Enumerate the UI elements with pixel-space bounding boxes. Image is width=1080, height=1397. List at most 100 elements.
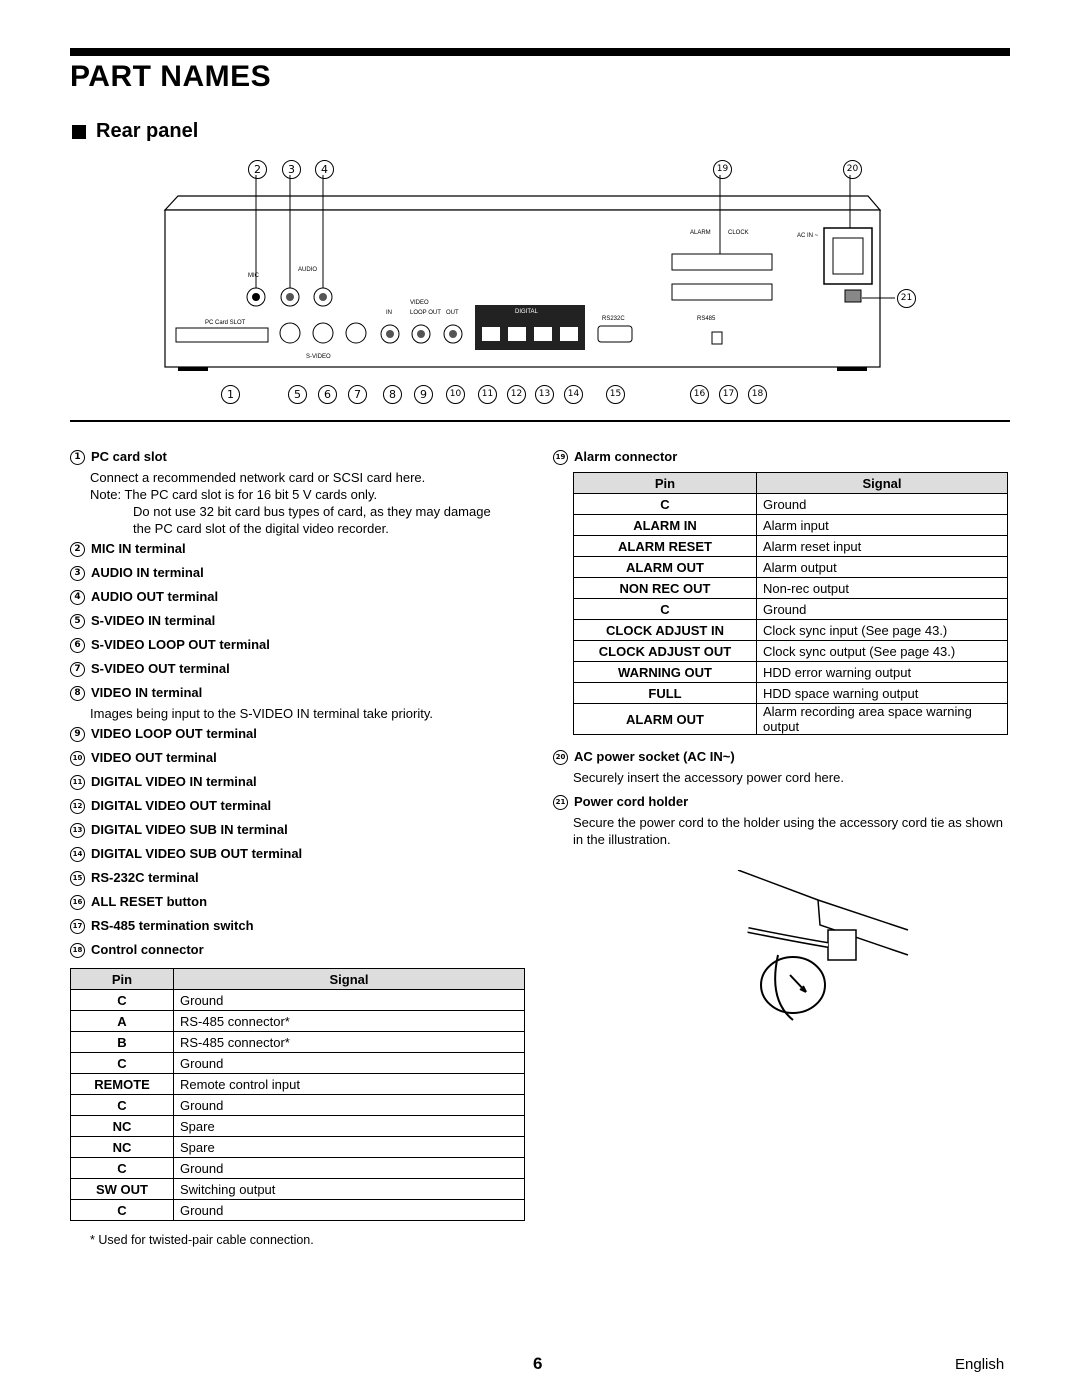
pin-cell: A xyxy=(70,1010,174,1032)
signal-cell: HDD error warning output xyxy=(756,661,1008,683)
callout-8: 8 xyxy=(383,385,402,404)
item-label: MIC IN terminal xyxy=(91,541,186,556)
control-signal-header: Signal xyxy=(173,968,525,990)
alarm-pin-header: Pin xyxy=(573,472,757,494)
item-label: S-VIDEO OUT terminal xyxy=(91,661,230,676)
item-heading: 5 S-VIDEO IN terminal xyxy=(70,609,525,633)
control-pin-header: Pin xyxy=(70,968,174,990)
section-title: Rear panel xyxy=(96,120,199,142)
holder-heading-label: Power cord holder xyxy=(574,794,689,809)
mic-label: MIC xyxy=(248,273,260,279)
signal-cell: Non-rec output xyxy=(756,577,1008,599)
item-label: VIDEO OUT terminal xyxy=(91,750,217,765)
callout-number: 15 xyxy=(70,871,85,887)
cord-holder-illustration xyxy=(737,870,909,1021)
item-heading: 10 VIDEO OUT terminal xyxy=(70,746,525,770)
callout-number: 21 xyxy=(553,795,568,811)
callout-11: 11 xyxy=(478,385,497,404)
clock-label: CLOCK xyxy=(728,230,749,236)
title-rule xyxy=(70,48,1010,56)
callout-number: 9 xyxy=(70,727,85,743)
ac-heading-label: AC power socket (AC IN~) xyxy=(574,749,735,764)
pin-cell: ALARM RESET xyxy=(573,535,757,557)
signal-cell: Ground xyxy=(173,1157,525,1179)
item-heading: 8 VIDEO IN terminal xyxy=(70,681,525,705)
callout-12: 12 xyxy=(507,385,526,404)
signal-cell: Ground xyxy=(173,989,525,1011)
callout-number: 8 xyxy=(70,686,85,702)
pin-cell: C xyxy=(573,493,757,515)
item-label: DIGITAL VIDEO SUB IN terminal xyxy=(91,822,288,837)
page-number: 6 xyxy=(533,1354,543,1373)
pin-cell: NC xyxy=(70,1136,174,1158)
pin-cell: NON REC OUT xyxy=(573,577,757,599)
callout-15: 15 xyxy=(606,385,625,404)
pin-cell: C xyxy=(70,1199,174,1221)
callout-number: 4 xyxy=(70,590,85,606)
rear-panel-diagram: MIC AUDIO PC Card SLOT S-VIDEO VIDEO IN … xyxy=(163,175,895,371)
callout-21: 21 xyxy=(897,289,916,308)
item-heading: 2 MIC IN terminal xyxy=(70,537,525,561)
signal-cell: Clock sync input (See page 43.) xyxy=(756,619,1008,641)
item-label: PC card slot xyxy=(91,449,167,464)
video-in-label: IN xyxy=(386,310,392,316)
callout-number: 6 xyxy=(70,638,85,654)
holder-desc: Secure the power cord to the holder usin… xyxy=(573,815,1003,847)
callout-7: 7 xyxy=(348,385,367,404)
pin-cell: C xyxy=(70,1094,174,1116)
item-label: VIDEO IN terminal xyxy=(91,685,203,700)
signal-cell: Ground xyxy=(173,1199,525,1221)
signal-cell: HDD space warning output xyxy=(756,682,1008,704)
item-desc: Images being input to the S-VIDEO IN ter… xyxy=(90,706,433,721)
callout-number: 1 xyxy=(70,450,85,466)
callout-19: 19 xyxy=(713,160,732,179)
language-label: English xyxy=(955,1356,1005,1373)
signal-cell: Alarm input xyxy=(756,514,1008,536)
pccard-label: PC Card SLOT xyxy=(205,320,246,326)
pin-cell: CLOCK ADJUST IN xyxy=(573,619,757,641)
item-label: DIGITAL VIDEO OUT terminal xyxy=(91,798,272,813)
pin-cell: ALARM OUT xyxy=(573,703,757,735)
pin-cell: REMOTE xyxy=(70,1073,174,1095)
section-rule xyxy=(70,420,1010,422)
callout-1: 1 xyxy=(221,385,240,404)
item-label: S-VIDEO IN terminal xyxy=(91,613,216,628)
callout-9: 9 xyxy=(414,385,433,404)
pin-cell: CLOCK ADJUST OUT xyxy=(573,640,757,662)
callout-number: 11 xyxy=(70,775,85,791)
pin-cell: FULL xyxy=(573,682,757,704)
pin-cell: C xyxy=(70,1157,174,1179)
callout-number: 2 xyxy=(70,542,85,558)
item-label: ALL RESET button xyxy=(91,894,208,909)
callout-number: 14 xyxy=(70,847,85,863)
callout-number: 10 xyxy=(70,751,85,767)
callout-number: 20 xyxy=(553,750,568,766)
item-label: S-VIDEO LOOP OUT terminal xyxy=(91,637,270,652)
callout-6: 6 xyxy=(318,385,337,404)
signal-cell: Spare xyxy=(173,1136,525,1158)
callout-14: 14 xyxy=(564,385,583,404)
callout-number: 18 xyxy=(70,943,85,959)
callout-number: 7 xyxy=(70,662,85,678)
pin-cell: B xyxy=(70,1031,174,1053)
item-heading: 6 S-VIDEO LOOP OUT terminal xyxy=(70,633,525,657)
callout-number: 5 xyxy=(70,614,85,630)
audio-label: AUDIO xyxy=(298,267,317,273)
signal-cell: Ground xyxy=(173,1094,525,1116)
callout-16: 16 xyxy=(690,385,709,404)
